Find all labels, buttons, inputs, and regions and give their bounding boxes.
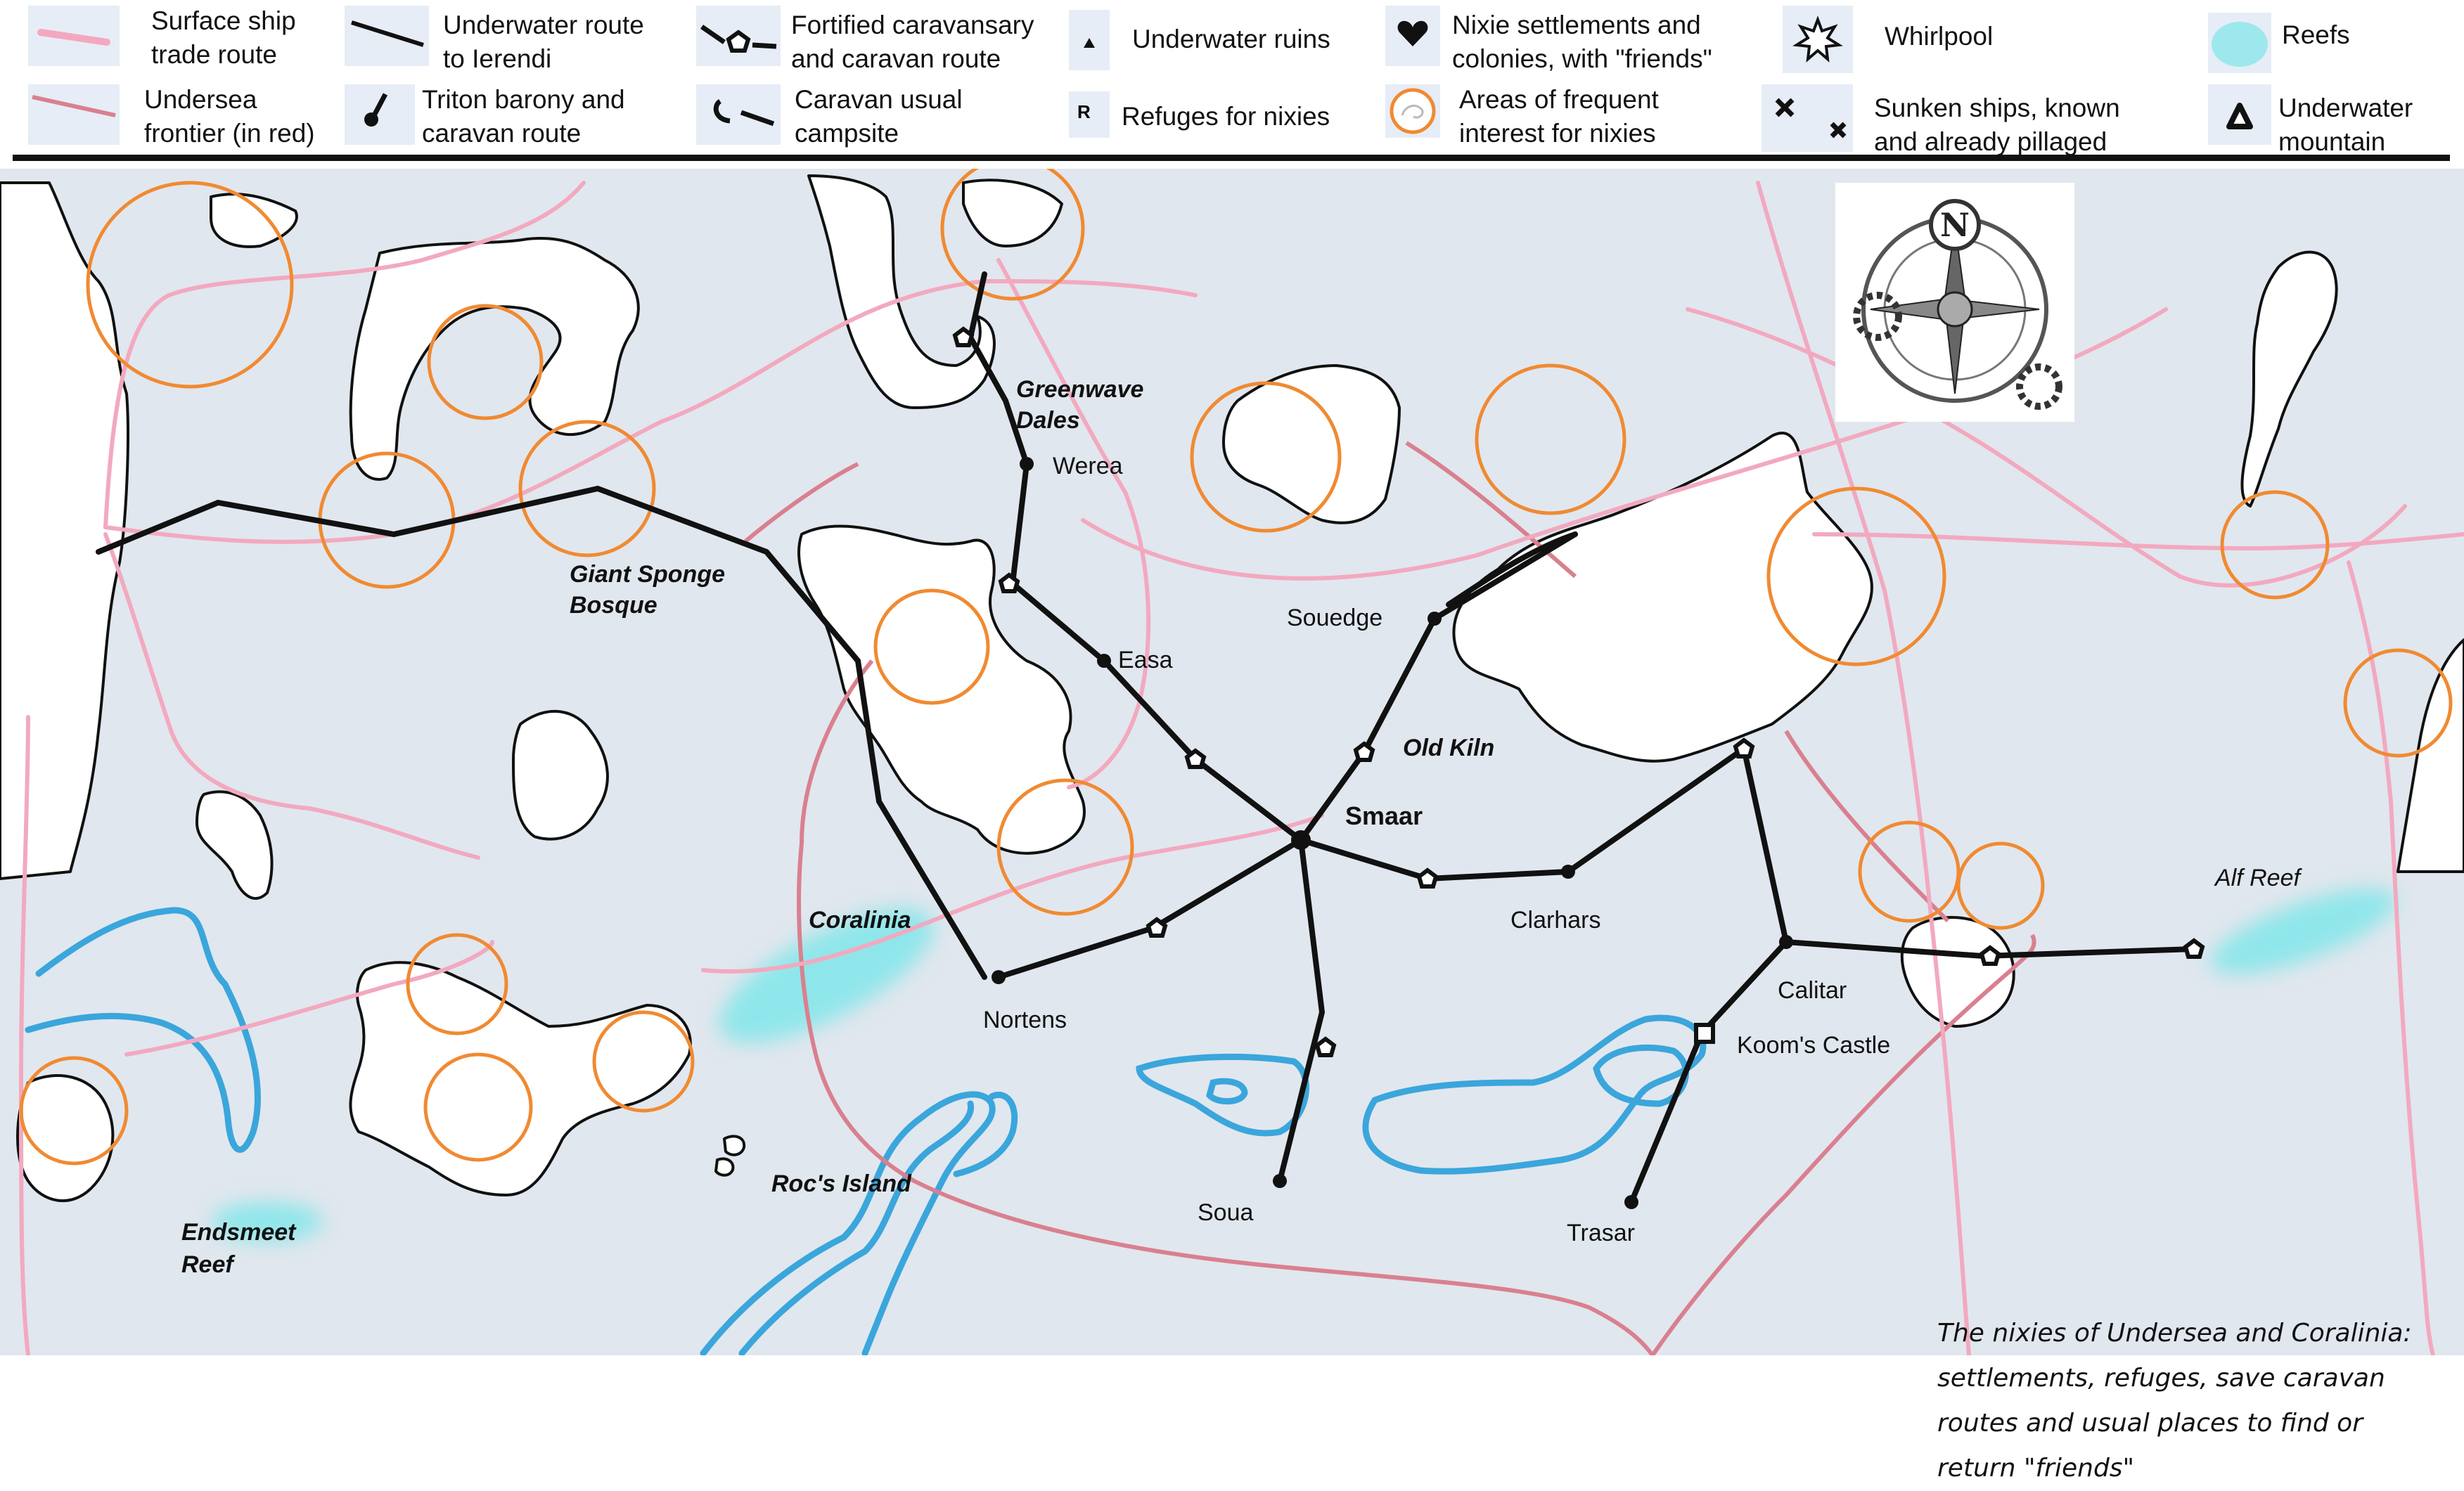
island-sponge-south [512, 709, 609, 841]
label-endsmeet-reef: Endsmeet Reef [181, 1219, 296, 1278]
island-west-coast [0, 181, 129, 880]
town-nortens-dot [992, 970, 1006, 984]
label-clarhars: Clarhars [1510, 907, 1601, 934]
legend-label: Areas of frequent interest for nixies [1459, 85, 1659, 148]
island-east [2240, 250, 2338, 508]
legend-label: Reefs [2282, 20, 2350, 49]
town-trasar-dot [1624, 1195, 1638, 1209]
island-easa [797, 524, 1086, 855]
island-roc-2 [714, 1157, 735, 1177]
label-calitar: Calitar [1778, 977, 1847, 1004]
caravansary-layer [952, 326, 2205, 1057]
label-werea: Werea [1053, 453, 1123, 479]
surface-route-icon [37, 29, 110, 46]
reef-endsmeet [211, 1202, 323, 1241]
island-far-sw [16, 1074, 115, 1202]
fortified-caravansary-icon [1314, 1036, 1337, 1057]
island-old-kiln-large [1452, 432, 1873, 763]
town-calitar-dot [1779, 935, 1793, 949]
town-soua-dot [1273, 1174, 1287, 1188]
label-trasar: Trasar [1567, 1220, 1635, 1246]
barony-icon [364, 93, 388, 127]
caravan-routes-layer [96, 271, 2197, 1205]
interest-circle-icon [1390, 88, 1436, 134]
legend-label: Underwater ruins [1132, 25, 1330, 53]
label-soua: Soua [1198, 1199, 1254, 1226]
fortified-caravansary-icon [1353, 741, 1375, 762]
legend-label: Surface ship trade route [151, 6, 296, 69]
fortified-caravansary-icon [1416, 867, 1439, 889]
fortified-caravansary-icon [952, 326, 975, 347]
frontier-icon [32, 95, 116, 117]
fortified-caravansary-icon [1146, 917, 1168, 938]
label-rocs-island: Roc's Island [771, 1170, 911, 1197]
island-souedge-north [1222, 364, 1401, 524]
island-small-sw [195, 790, 274, 901]
island-nw-small [210, 193, 298, 248]
legend-label: Underwater route to Ierendi [443, 11, 644, 73]
fortified-caravansary-icon [1979, 945, 2001, 966]
island-greenwave [807, 174, 996, 409]
compass-rose-icon: N [1835, 183, 2074, 422]
label-easa: Easa [1118, 647, 1173, 673]
town-easa-dot [1097, 654, 1111, 668]
label-nortens: Nortens [983, 1007, 1067, 1033]
reef-alf [2209, 889, 2396, 974]
interest-circles-layer [19, 169, 2453, 1166]
caravan-nodes-layer [992, 457, 1793, 1209]
town-werea-dot [1020, 457, 1034, 471]
map-area: N Greenwave Dales Werea Giant Sponge Bos… [0, 169, 2464, 1483]
fortified-caravansary-icon [700, 25, 777, 53]
heart-icon [1397, 20, 1428, 46]
label-alf-reef: Alf Reef [2215, 865, 2300, 891]
island-north-tip [962, 179, 1063, 247]
town-smaar-dot [1291, 830, 1311, 850]
legend-divider [13, 155, 2450, 161]
fortified-caravansary-icon [2183, 938, 2205, 959]
legend-label: Triton barony and caravan route [422, 85, 625, 148]
legend-label: Undersea frontier (in red) [144, 85, 315, 148]
legend-label: Nixie settlements and colonies, with "fr… [1452, 11, 1712, 73]
campsite-icon [713, 99, 775, 127]
land-layer [0, 174, 2464, 1202]
island-crescent [349, 237, 640, 481]
legend-label: Caravan usual campsite [795, 85, 963, 148]
fortified-caravansary-icon [1184, 748, 1207, 769]
sunken-ship-icon [1775, 98, 1847, 138]
legend-label: Whirlpool [1885, 22, 1994, 51]
legend-label: Underwater mountain [2278, 93, 2413, 156]
label-smaar: Smaar [1345, 801, 1423, 830]
label-souedge: Souedge [1287, 605, 1383, 631]
refuge-icon: R [1077, 101, 1091, 122]
legend-label: Sunken ships, known and already pillaged [1874, 93, 2120, 156]
frontier-layer [744, 441, 2036, 1355]
town-kiln-dot [1427, 612, 1442, 626]
whirlpool-icon [1792, 15, 1843, 63]
legend-label: Refuges for nixies [1122, 102, 1330, 131]
legend-label: Fortified caravansary and caravan route [791, 11, 1034, 73]
koom-castle-icon [1694, 1023, 1715, 1044]
label-koom-castle: Koom's Castle [1737, 1032, 1891, 1059]
map-caption: The nixies of Undersea and Coralinia: se… [1937, 1319, 2412, 1483]
reef-icon [2212, 22, 2268, 67]
compass-north-letter: N [1940, 206, 1970, 244]
map-legend: Surface ship trade route Underwater rout… [0, 0, 2464, 162]
ruins-icon [1084, 38, 1095, 48]
fortified-caravansary-icon [1733, 737, 1755, 759]
fortified-caravansary-icon [998, 572, 1020, 593]
label-coralinia: Coralinia [809, 907, 911, 934]
underwater-route-icon [351, 20, 424, 47]
island-east-edge [2396, 638, 2464, 873]
label-old-kiln: Old Kiln [1403, 735, 1495, 761]
mountain-icon [2226, 103, 2253, 129]
map-canvas [0, 169, 2464, 1355]
island-roc [723, 1135, 746, 1156]
town-clarhars-dot [1561, 865, 1575, 879]
label-greenwave-dales: Greenwave Dales [1016, 376, 1144, 434]
label-giant-sponge-bosque: Giant Sponge Bosque [570, 561, 725, 619]
